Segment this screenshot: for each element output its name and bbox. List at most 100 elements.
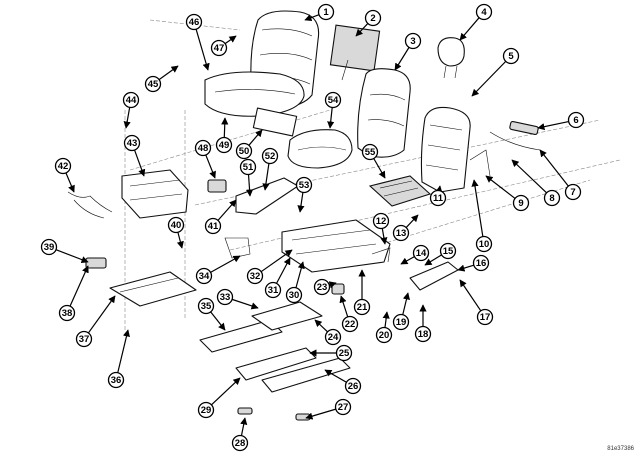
callout-circle xyxy=(364,9,382,27)
callout-5: 5 xyxy=(471,47,520,97)
callout-leader xyxy=(195,29,210,71)
callout-circle xyxy=(75,330,93,348)
callout-circle xyxy=(235,142,253,160)
callout-leader xyxy=(382,311,390,328)
callout-leader xyxy=(123,107,131,129)
callout-number: 33 xyxy=(220,292,231,303)
callout-leader xyxy=(457,264,474,272)
seat-riser-left xyxy=(109,271,197,307)
callout-leader xyxy=(217,199,237,221)
callout-leader xyxy=(511,159,547,194)
callout-number: 2 xyxy=(370,13,375,24)
callout-circle xyxy=(335,344,353,362)
callout-leader xyxy=(485,175,516,199)
callout-circle xyxy=(285,286,303,304)
callout-circle xyxy=(439,242,457,260)
callout-number: 24 xyxy=(328,332,339,343)
callout-leader xyxy=(327,107,335,129)
callout-leader xyxy=(248,129,263,146)
callout-number: 52 xyxy=(265,151,276,162)
callout-leader xyxy=(210,311,226,331)
callout-circle xyxy=(475,235,493,253)
callout-circle xyxy=(194,139,212,157)
callout-40: 40 xyxy=(167,216,185,249)
callout-leader xyxy=(262,163,270,191)
callout-circle xyxy=(40,238,58,256)
callout-number: 21 xyxy=(357,302,368,313)
callout-24: 24 xyxy=(314,319,342,346)
callout-31: 31 xyxy=(264,257,291,299)
callout-circle xyxy=(239,158,257,176)
callout-number: 10 xyxy=(479,239,490,250)
callout-37: 37 xyxy=(75,295,116,348)
callout-number: 45 xyxy=(148,79,159,90)
callout-leader xyxy=(459,17,480,41)
power-seat-adjuster-left xyxy=(121,169,189,219)
callout-23: 23 xyxy=(313,278,337,296)
callout-circle xyxy=(295,176,313,194)
callout-number: 1 xyxy=(323,7,329,18)
callout-leader xyxy=(328,281,337,289)
callout-leader xyxy=(435,185,443,193)
callout-leader xyxy=(355,23,369,37)
callout-circle xyxy=(324,328,342,346)
callout-leader xyxy=(471,179,484,237)
callout-49: 49 xyxy=(215,117,233,154)
callout-number: 40 xyxy=(171,220,182,231)
callout-number: 41 xyxy=(208,221,219,232)
callout-circle xyxy=(197,297,215,315)
callout-number: 55 xyxy=(365,147,376,158)
callout-20: 20 xyxy=(375,311,393,344)
callout-number: 20 xyxy=(379,330,390,341)
callout-32: 32 xyxy=(246,249,293,285)
callout-number: 53 xyxy=(299,180,310,191)
callout-circle xyxy=(414,325,432,343)
callout-number: 16 xyxy=(476,258,487,269)
callout-39: 39 xyxy=(40,238,89,264)
callout-number: 12 xyxy=(376,216,387,227)
callout-number: 35 xyxy=(201,301,212,312)
callout-number: 22 xyxy=(345,319,356,330)
callout-number: 18 xyxy=(418,329,429,340)
callout-number: 13 xyxy=(396,228,407,239)
callout-circle xyxy=(564,183,582,201)
callout-circle xyxy=(472,254,490,272)
callout-leader xyxy=(394,47,410,71)
callout-50: 50 xyxy=(235,129,263,160)
callout-leader xyxy=(295,261,305,288)
callout-27: 27 xyxy=(305,398,352,420)
callout-number: 44 xyxy=(126,95,137,106)
callout-47: 47 xyxy=(210,35,237,57)
callout-25: 25 xyxy=(309,344,353,362)
callout-41: 41 xyxy=(204,199,237,235)
callout-circle xyxy=(107,371,125,389)
callout-circle xyxy=(512,194,530,212)
callout-number: 9 xyxy=(518,198,523,209)
callout-number: 43 xyxy=(127,138,138,149)
callout-circle xyxy=(429,189,447,207)
seat-wire-harness xyxy=(67,191,113,219)
callout-number: 11 xyxy=(433,193,444,204)
callout-leader xyxy=(210,255,241,273)
callout-number: 38 xyxy=(62,308,73,319)
callout-leader xyxy=(402,292,410,315)
callout-number: 8 xyxy=(549,193,554,204)
callout-leader xyxy=(471,60,507,97)
seat-back-panel xyxy=(329,24,381,81)
callout-leader xyxy=(314,319,328,333)
callout-8: 8 xyxy=(511,159,561,207)
seat-riser-front xyxy=(199,319,283,353)
seat-riser-center xyxy=(251,301,323,331)
callout-38: 38 xyxy=(58,265,89,322)
callout-circle xyxy=(412,244,430,262)
callout-circle xyxy=(375,326,393,344)
callout-number: 25 xyxy=(339,348,350,359)
callout-leader xyxy=(133,149,146,177)
callout-6: 6 xyxy=(537,111,585,131)
callout-circle xyxy=(185,13,203,31)
callout-circle xyxy=(543,189,561,207)
callout-circle xyxy=(372,212,390,230)
callout-circle xyxy=(264,281,282,299)
callout-42: 42 xyxy=(54,157,75,193)
callout-15: 15 xyxy=(424,242,457,266)
